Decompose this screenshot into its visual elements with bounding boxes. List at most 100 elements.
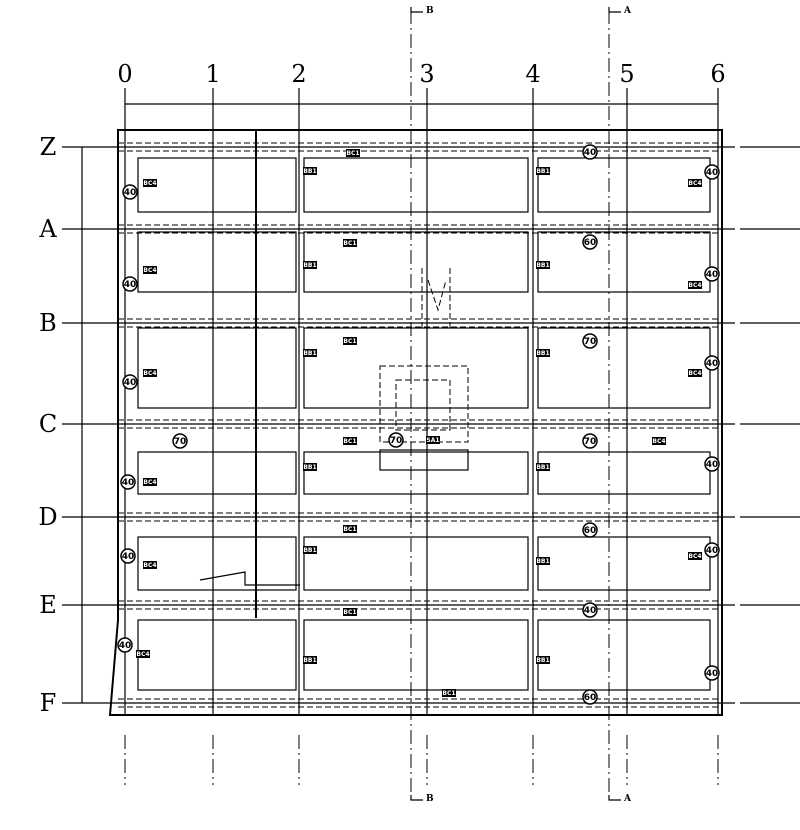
element-tag: BC1 bbox=[343, 609, 356, 616]
element-tag: BC1 bbox=[442, 690, 455, 697]
thickness-circle-icon bbox=[582, 333, 598, 349]
element-tag: BC4 bbox=[136, 651, 149, 658]
element-tag-box bbox=[652, 437, 666, 445]
element-tag: BB1 bbox=[303, 547, 316, 554]
ramp-outline bbox=[199, 571, 300, 586]
column-axis-label: 0 bbox=[117, 60, 132, 88]
thickness-circle-icon bbox=[582, 144, 598, 160]
element-tag-box bbox=[346, 149, 360, 157]
slab-thickness-label: 40 bbox=[122, 552, 135, 562]
slab-thickness-label: 40 bbox=[706, 270, 719, 280]
section-mark-label: A bbox=[623, 794, 632, 804]
row-axis-label: F bbox=[40, 689, 57, 717]
slab-thickness-label: 70 bbox=[584, 337, 597, 347]
element-tag: BC4 bbox=[143, 180, 156, 187]
section-mark-label: B bbox=[426, 794, 434, 804]
slab-panel bbox=[303, 157, 529, 213]
slab-panel bbox=[137, 327, 297, 409]
thickness-circle-icon bbox=[120, 548, 136, 564]
section-arrow-icon bbox=[410, 795, 423, 801]
slab-panel bbox=[137, 536, 297, 591]
element-tag-box bbox=[426, 436, 440, 444]
slab-panel bbox=[303, 327, 529, 409]
element-tag: BC1 bbox=[346, 150, 359, 157]
slab-panel bbox=[537, 536, 711, 591]
slab-thickness-label: 40 bbox=[706, 546, 719, 556]
row-axis-label: C bbox=[39, 410, 57, 438]
thickness-circle-icon bbox=[582, 602, 598, 618]
element-tag-box bbox=[143, 179, 157, 187]
section-arrow-icon bbox=[608, 795, 621, 801]
slab-thickness-label: 40 bbox=[122, 478, 135, 488]
element-tag: BB1 bbox=[536, 464, 549, 471]
slab-thickness-label: 70 bbox=[174, 437, 187, 447]
element-tag: BC4 bbox=[143, 562, 156, 569]
slab-panel bbox=[537, 157, 711, 213]
slab-panel bbox=[303, 536, 529, 591]
element-tag: BB1 bbox=[303, 657, 316, 664]
element-tag-box bbox=[536, 167, 550, 175]
element-tag-box bbox=[303, 463, 317, 471]
element-tag: BC1 bbox=[343, 438, 356, 445]
element-tag: BC4 bbox=[143, 479, 156, 486]
thickness-circle-icon bbox=[122, 184, 138, 200]
slab-panel bbox=[137, 451, 297, 495]
element-tag: BC4 bbox=[143, 267, 156, 274]
element-tag: BC1 bbox=[343, 240, 356, 247]
element-tag-box bbox=[143, 478, 157, 486]
slab-thickness-label: 60 bbox=[584, 693, 597, 703]
section-mark-label: A bbox=[623, 6, 632, 16]
element-tag: BB1 bbox=[536, 350, 549, 357]
column-axis-label: 5 bbox=[619, 60, 634, 88]
element-tag: BB1 bbox=[303, 350, 316, 357]
element-tag-box bbox=[536, 557, 550, 565]
column-axis-label: 2 bbox=[291, 60, 306, 88]
element-tag: BC4 bbox=[688, 282, 701, 289]
slab-thickness-label: 40 bbox=[706, 669, 719, 679]
element-tag: BC1 bbox=[343, 338, 356, 345]
slab-panel bbox=[303, 619, 529, 691]
row-axis-label: B bbox=[39, 309, 57, 337]
thickness-circle-icon bbox=[582, 433, 598, 449]
slab-thickness-label: 70 bbox=[390, 436, 403, 446]
element-tag: BC4 bbox=[688, 180, 701, 187]
element-tag: BC4 bbox=[688, 370, 701, 377]
thickness-circle-icon bbox=[117, 637, 133, 653]
element-tag-box bbox=[343, 608, 357, 616]
thickness-circle-icon bbox=[122, 374, 138, 390]
slab-thickness-label: 60 bbox=[584, 238, 597, 248]
element-tag: BB1 bbox=[536, 558, 549, 565]
thickness-circle-icon bbox=[172, 433, 188, 449]
row-axis-label: Z bbox=[40, 133, 57, 161]
element-tag: BC4 bbox=[143, 370, 156, 377]
element-tag: BC1 bbox=[343, 526, 356, 533]
thickness-circle-icon bbox=[704, 665, 720, 681]
core-opening bbox=[379, 365, 469, 443]
element-tag-box bbox=[303, 261, 317, 269]
stair-outline bbox=[421, 268, 451, 330]
element-tag-box bbox=[536, 463, 550, 471]
slab-panel bbox=[537, 327, 711, 409]
slab-outline bbox=[108, 129, 723, 716]
element-tag-box bbox=[343, 525, 357, 533]
core-inner bbox=[395, 379, 451, 431]
slab-panel bbox=[303, 231, 529, 293]
column-axis-label: 1 bbox=[205, 60, 220, 88]
element-tag-box bbox=[343, 437, 357, 445]
element-tag-box bbox=[303, 656, 317, 664]
slab-panel bbox=[537, 451, 711, 495]
thickness-circle-icon bbox=[120, 474, 136, 490]
element-tag-box bbox=[303, 349, 317, 357]
thickness-circle-icon bbox=[582, 689, 598, 705]
slab-thickness-label: 60 bbox=[584, 526, 597, 536]
slab-thickness-label: 40 bbox=[584, 606, 597, 616]
slab-panel bbox=[303, 451, 529, 495]
slab-panel bbox=[537, 619, 711, 691]
column-axis-label: 4 bbox=[525, 60, 540, 88]
element-tag: BB1 bbox=[303, 464, 316, 471]
slab-panel bbox=[137, 619, 297, 691]
slab-panel bbox=[137, 231, 297, 293]
element-tag-box bbox=[303, 167, 317, 175]
element-tag: SA1 bbox=[426, 437, 439, 444]
